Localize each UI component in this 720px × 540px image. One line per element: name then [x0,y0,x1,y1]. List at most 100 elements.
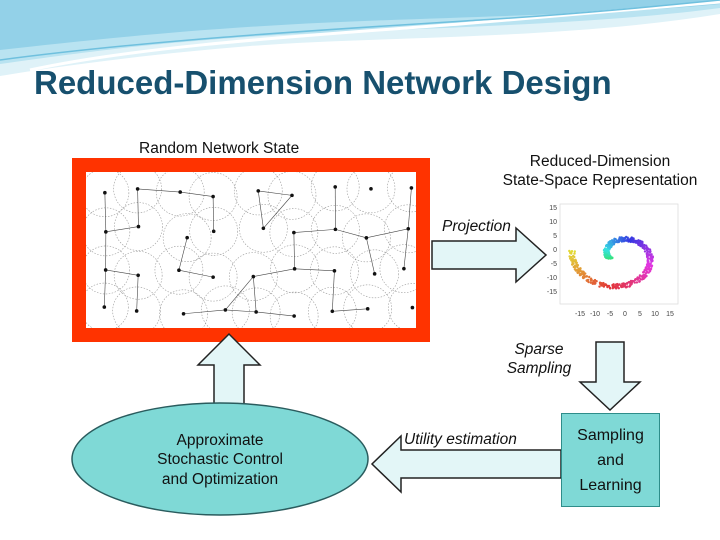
network-node [402,266,406,271]
scatter-point [607,252,611,255]
plot-x-tick: 10 [651,311,659,318]
network-link [136,275,139,311]
scatter-point [574,258,577,261]
scatter-point [604,249,607,252]
plot-y-tick: -15 [547,289,557,296]
scatter-point [619,284,623,288]
scatter-point [632,280,635,283]
network-node [409,186,414,190]
network-node [364,236,369,240]
network-node [102,305,107,309]
network-link [293,232,295,269]
coverage-circle [189,207,238,256]
scatter-point [581,271,584,274]
scatter-point [611,285,615,288]
network-link [258,190,293,196]
network-node [369,187,373,191]
network-link [335,229,367,239]
scatter-point [605,254,608,257]
scatter-point [642,271,645,274]
scatter-point [648,248,652,251]
scatter-point [648,257,652,260]
scatter-point [605,244,608,247]
scatter-point [574,261,577,264]
network-node [178,190,183,194]
network-link [183,309,226,315]
network-link [105,226,139,233]
scatter-point [640,243,644,246]
plot-y-tick: -10 [547,275,557,282]
plot-x-tick: -15 [575,311,585,318]
network-node [104,230,108,234]
scatter-point [589,278,592,281]
coverage-circle [86,282,129,328]
network-node [333,185,338,189]
plot-x-tick: 0 [623,311,627,318]
scatter-point [635,239,638,243]
coverage-circle [154,245,204,295]
network-link [180,191,214,197]
scatter-point [608,287,612,290]
coverage-circle [114,202,163,251]
network-node [181,311,186,316]
network-node [135,187,140,191]
control-optimization-text: Approximate Stochastic Control and Optim… [157,432,283,488]
scatter-point [625,282,629,285]
network-node [251,274,256,279]
reduced-dimension-label: Reduced-Dimension State-Space Representa… [502,153,698,190]
network-link [212,196,214,232]
network-link [263,195,293,229]
coverage-circle [162,213,212,262]
scatter-point [605,256,608,260]
projection-arrow [431,226,548,284]
network-node [406,226,411,231]
scatter-point [573,268,577,271]
scatter-point [650,258,654,261]
scatter-point [638,280,641,283]
scatter-point [571,257,574,260]
utility-estimation-arrow [370,434,562,494]
network-node [177,268,181,273]
coverage-circle [346,172,396,214]
header-wave-decoration [0,0,720,76]
sampling-learning-text: Sampling and Learning [577,427,644,494]
coverage-circle [342,213,391,263]
network-node [103,190,107,195]
scatter-point [607,257,610,260]
scatter-point [630,283,633,286]
scatter-point [581,275,585,279]
network-node [261,226,266,231]
coverage-circle [269,291,319,328]
scatter-point [627,280,631,284]
network-link [403,228,409,269]
network-node [292,314,296,318]
network-link [178,269,214,278]
network-node [136,273,140,278]
coverage-circle [308,286,357,328]
scatter-point [646,247,649,250]
scatter-point [629,238,632,242]
network-link [294,268,335,272]
coverage-circle [113,172,162,214]
scatter-point [606,285,609,289]
scatter-point [579,267,582,270]
scatter-point [642,277,646,280]
random-network-graph [86,172,416,328]
sparse-sampling-arrow [578,341,642,412]
network-link [104,192,107,232]
scatter-point [604,283,607,286]
scatter-point [650,265,653,268]
coverage-circle [155,172,205,217]
network-link [257,190,264,229]
scatter-point [612,240,615,243]
coverage-circle [229,252,278,301]
scatter-point [650,253,653,256]
scatter-point [578,272,582,276]
network-node [410,305,415,310]
coverage-circle [310,246,359,296]
network-state-frame [72,158,430,342]
projection-label: Projection [442,218,511,235]
network-link [366,228,409,239]
scatter-point [587,280,590,284]
